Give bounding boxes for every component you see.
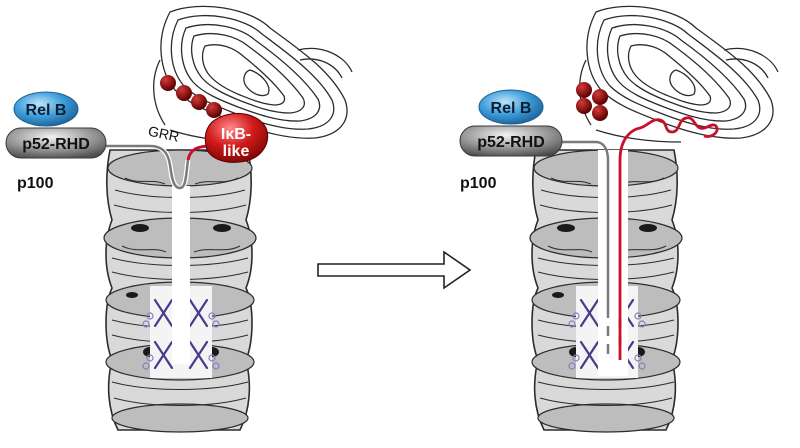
left-panel: IκB- like GRR p52-RHD Rel B p100 bbox=[5, 5, 354, 434]
left-p52-rhd-domain bbox=[5, 127, 107, 159]
right-p52-rhd-label: p52-RHD bbox=[477, 134, 545, 151]
right-p52-rhd-domain bbox=[459, 125, 563, 157]
right-p100-label: p100 bbox=[460, 175, 497, 192]
left-ubiquitin-chain bbox=[160, 75, 222, 118]
right-panel: p52-RHD Rel B p100 bbox=[459, 5, 780, 434]
right-red-strand bbox=[618, 116, 719, 360]
left-p100-label: p100 bbox=[17, 175, 54, 192]
right-relb-label: Rel B bbox=[491, 100, 532, 117]
left-relb-label: Rel B bbox=[26, 102, 67, 119]
right-gray-strand bbox=[530, 140, 610, 318]
right-ubiquitin-cluster bbox=[576, 82, 608, 121]
left-p52-rhd-label: p52-RHD bbox=[22, 136, 90, 153]
proteasome-right bbox=[528, 5, 780, 434]
right-relb-domain bbox=[478, 89, 544, 125]
right-channel bbox=[598, 150, 628, 376]
proteasome-left bbox=[102, 5, 354, 434]
left-relb-domain bbox=[13, 91, 79, 127]
ikb-label-line1: IκB- bbox=[221, 126, 251, 143]
grr-label: GRR bbox=[147, 123, 181, 145]
left-channel bbox=[172, 186, 190, 364]
ikb-label-line2: like bbox=[223, 143, 250, 160]
ikb-like-domain bbox=[204, 112, 269, 163]
transition-arrow bbox=[317, 250, 472, 290]
